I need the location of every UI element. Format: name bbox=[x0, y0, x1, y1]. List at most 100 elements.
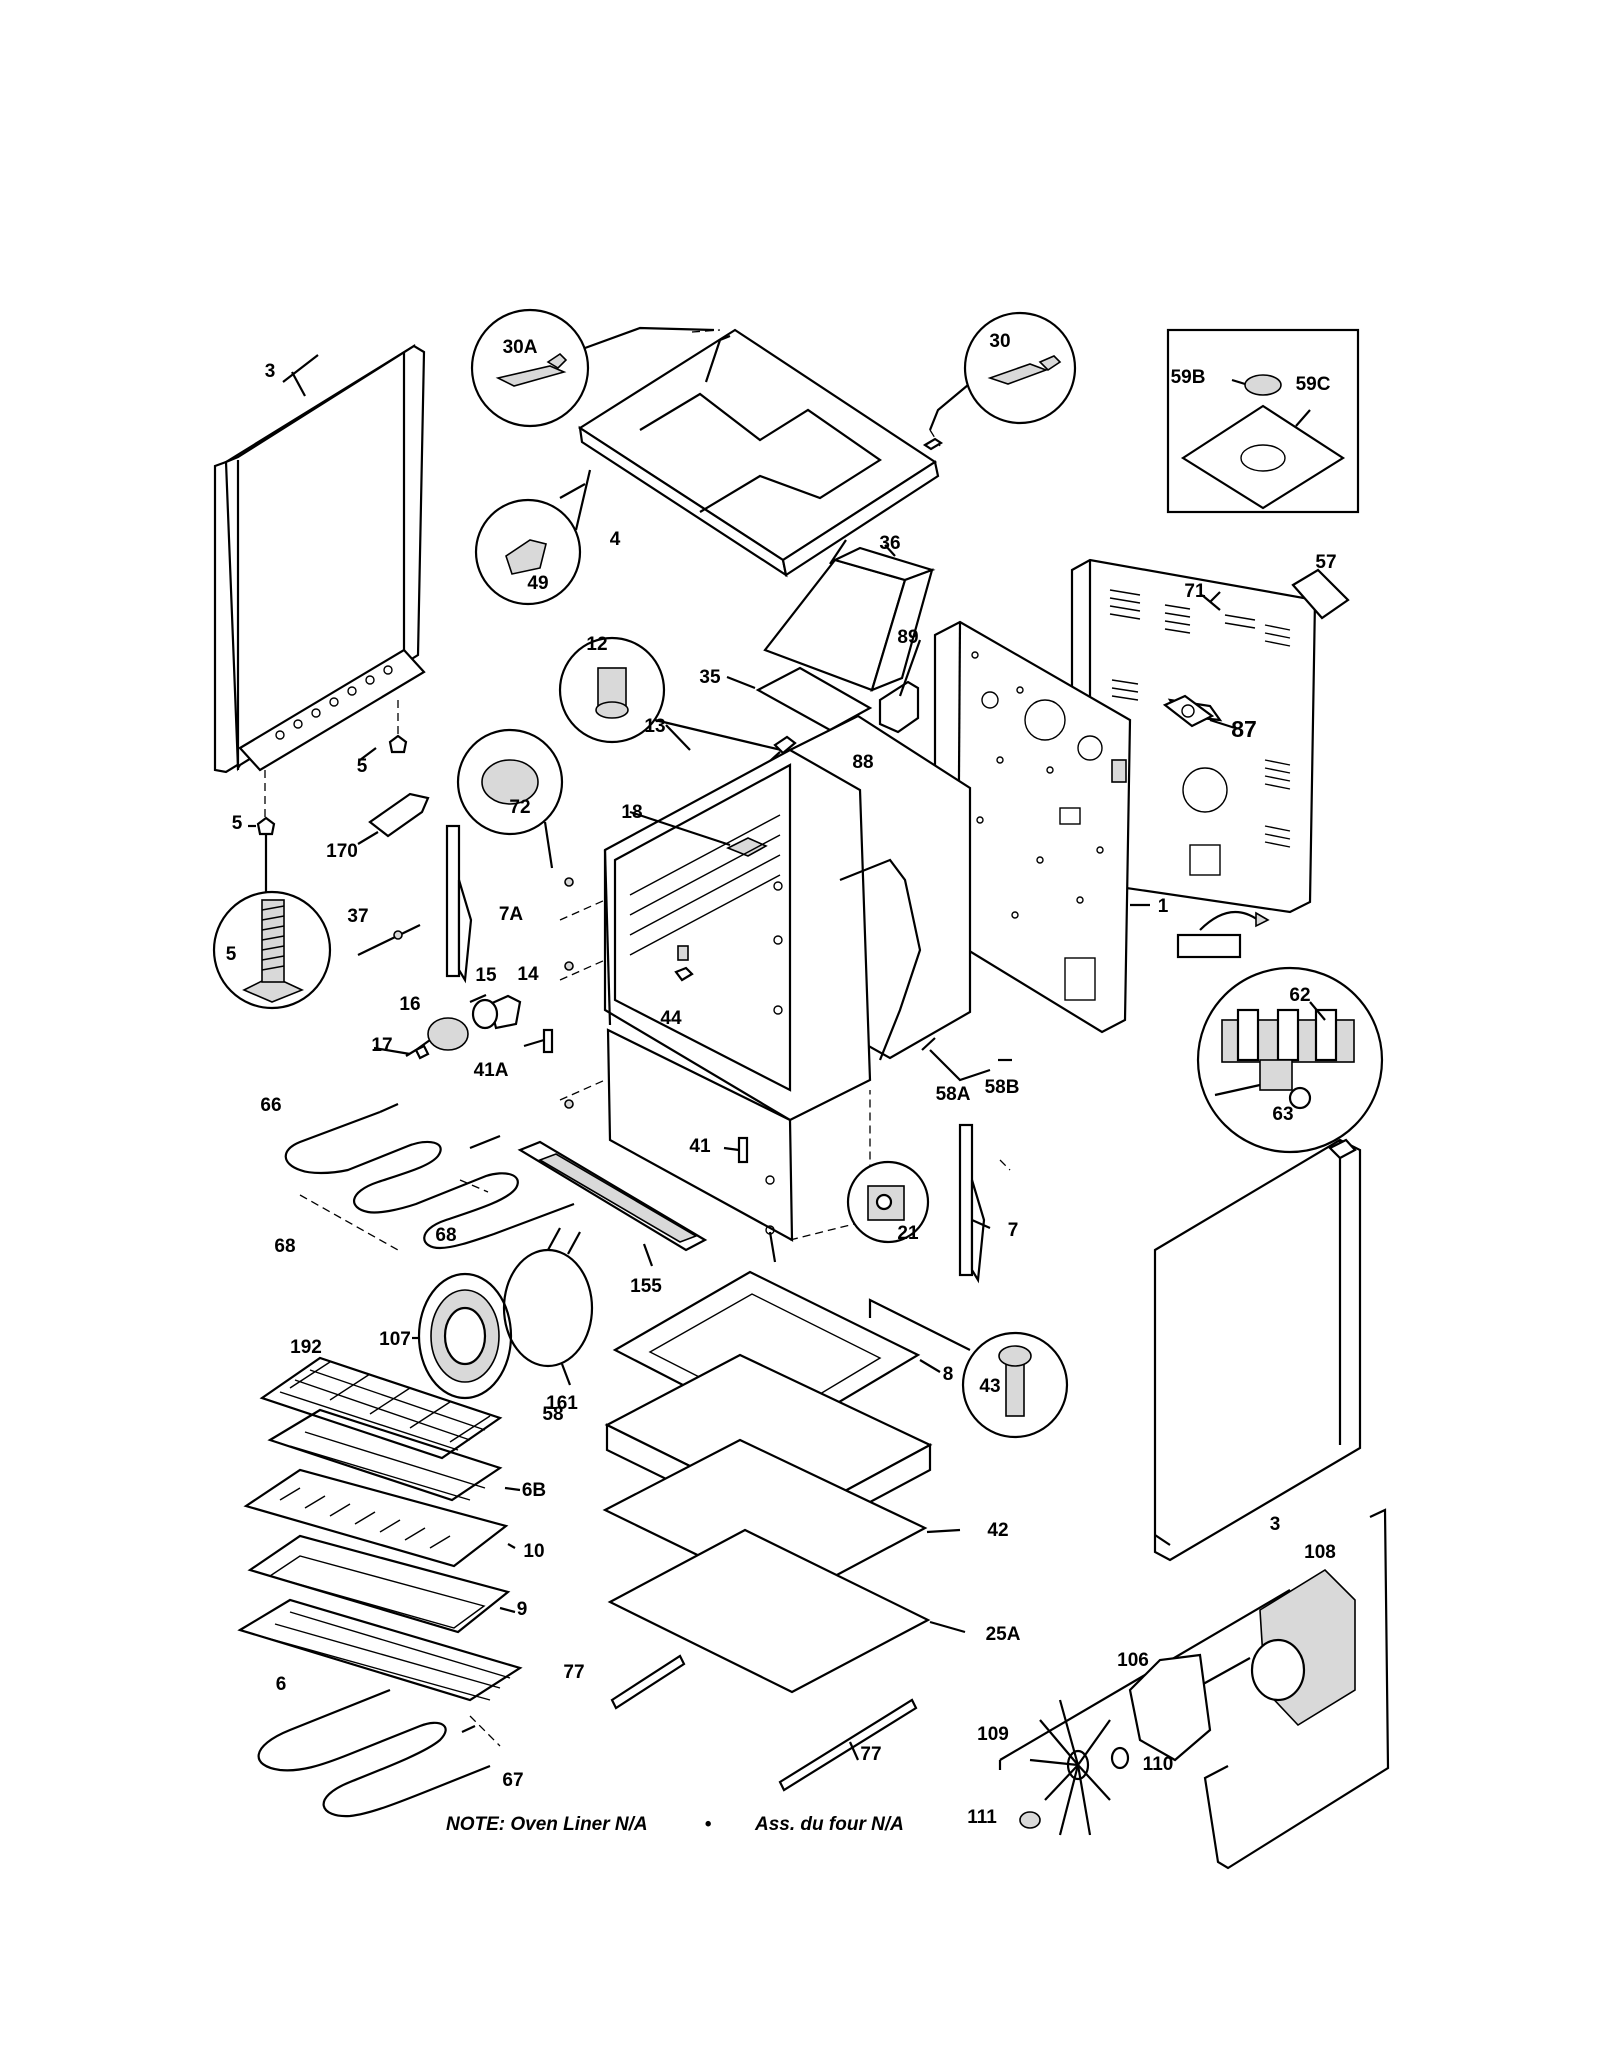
label-106: 106 bbox=[1117, 1650, 1149, 1671]
vent-strip-155 bbox=[517, 1140, 708, 1267]
detail-circle-12 bbox=[558, 636, 791, 754]
label-110: 110 bbox=[1143, 1754, 1174, 1775]
inset-box bbox=[1166, 328, 1360, 514]
convection-motor-inset bbox=[998, 1508, 1390, 1870]
oven-rack-6 bbox=[237, 1598, 523, 1702]
detail-circle-62 bbox=[1196, 966, 1384, 1154]
label-107: 107 bbox=[379, 1329, 411, 1350]
label-67: 67 bbox=[502, 1770, 523, 1791]
terminal-block bbox=[1176, 910, 1270, 959]
label-44: 44 bbox=[660, 1008, 682, 1029]
label-7A: 7A bbox=[499, 904, 524, 925]
label-59B: 59B bbox=[1171, 367, 1206, 388]
leader-lines bbox=[248, 371, 1221, 1230]
wire-37 bbox=[357, 924, 421, 956]
label-10: 10 bbox=[523, 1541, 544, 1562]
detail-circle-49 bbox=[474, 469, 592, 606]
vent-duct bbox=[763, 544, 936, 692]
oven-cavity bbox=[603, 714, 972, 1122]
label-62: 62 bbox=[1289, 985, 1310, 1006]
label-1: 1 bbox=[1158, 896, 1169, 917]
label-3-right: 3 bbox=[1270, 1514, 1281, 1535]
label-87: 87 bbox=[1231, 716, 1257, 742]
label-7: 7 bbox=[1008, 1220, 1019, 1241]
label-89: 89 bbox=[897, 627, 918, 648]
broiler-pan-10 bbox=[243, 1468, 516, 1568]
label-155: 155 bbox=[630, 1276, 662, 1297]
label-25A: 25A bbox=[986, 1624, 1021, 1645]
rail-77-left bbox=[610, 1654, 686, 1710]
part-labels: 3 30A 30 59B 59C 4 49 36 57 71 12 89 35 … bbox=[226, 331, 1337, 1828]
label-49: 49 bbox=[527, 573, 548, 594]
label-59C: 59C bbox=[1296, 374, 1331, 395]
label-66: 66 bbox=[260, 1095, 281, 1116]
label-6B: 6B bbox=[522, 1480, 546, 1501]
label-58: 58 bbox=[542, 1404, 563, 1425]
detail-circle-43 bbox=[868, 1298, 1069, 1439]
bake-element-67 bbox=[257, 1688, 501, 1818]
note-english: NOTE: Oven Liner N/A bbox=[446, 1814, 648, 1835]
label-16: 16 bbox=[399, 994, 420, 1015]
convection-fan-cover bbox=[412, 1272, 513, 1400]
hinge-7 bbox=[958, 1123, 986, 1284]
label-41: 41 bbox=[689, 1136, 711, 1157]
label-3-left: 3 bbox=[265, 361, 276, 382]
label-71: 71 bbox=[1184, 581, 1206, 602]
label-5-upper: 5 bbox=[357, 756, 368, 777]
label-4: 4 bbox=[610, 529, 621, 550]
side-panel-left bbox=[213, 344, 426, 774]
label-43: 43 bbox=[979, 1376, 1000, 1397]
detail-circle-21 bbox=[846, 1160, 930, 1244]
detail-circle-30A bbox=[470, 308, 715, 428]
label-12: 12 bbox=[586, 634, 607, 655]
label-37: 37 bbox=[347, 906, 368, 927]
clip-41 bbox=[723, 1136, 749, 1164]
convection-element-161 bbox=[502, 1227, 594, 1386]
label-72: 72 bbox=[509, 797, 530, 818]
label-plate bbox=[1291, 568, 1350, 620]
label-36: 36 bbox=[879, 533, 900, 554]
label-35: 35 bbox=[699, 667, 721, 688]
label-63: 63 bbox=[1272, 1104, 1293, 1125]
label-77-right: 77 bbox=[860, 1744, 881, 1765]
detail-circle-72 bbox=[456, 728, 564, 869]
label-18: 18 bbox=[621, 802, 642, 823]
top-cover bbox=[577, 328, 944, 578]
label-30A: 30A bbox=[503, 337, 538, 358]
broiler-pan-9 bbox=[247, 1534, 516, 1634]
hinge-7A bbox=[445, 824, 473, 984]
duct-plate bbox=[755, 666, 873, 732]
leveling-leg-detail-circle bbox=[212, 890, 332, 1010]
element-leads-68 bbox=[299, 1179, 489, 1251]
label-21: 21 bbox=[897, 1223, 919, 1244]
oven-lamp-assembly bbox=[405, 994, 522, 1060]
label-77-left: 77 bbox=[563, 1662, 584, 1683]
label-6: 6 bbox=[276, 1674, 287, 1695]
part-44 bbox=[674, 966, 694, 982]
label-58A: 58A bbox=[936, 1084, 971, 1105]
oven-rack-6B bbox=[267, 1408, 521, 1502]
note-bullet: • bbox=[705, 1814, 712, 1835]
label-17: 17 bbox=[371, 1035, 392, 1056]
label-57: 57 bbox=[1315, 552, 1336, 573]
label-5-detail: 5 bbox=[226, 944, 237, 965]
side-panel-right bbox=[1153, 1138, 1362, 1562]
footer-note: NOTE: Oven Liner N/A • Ass. du four N/A bbox=[446, 1814, 904, 1835]
label-161: 161 bbox=[546, 1393, 578, 1414]
oven-rack-192 bbox=[259, 1356, 503, 1460]
label-9: 9 bbox=[517, 1599, 528, 1620]
label-68-right: 68 bbox=[435, 1225, 456, 1246]
label-41A: 41A bbox=[474, 1060, 509, 1081]
detail-circle-30 bbox=[928, 311, 1077, 431]
cabinet-frame-lower bbox=[559, 877, 1011, 1242]
panel-25A bbox=[607, 1528, 966, 1694]
label-8: 8 bbox=[943, 1364, 954, 1385]
label-109: 109 bbox=[977, 1724, 1009, 1745]
clip-41A bbox=[523, 1028, 554, 1054]
label-13: 13 bbox=[644, 716, 665, 737]
label-88: 88 bbox=[852, 752, 873, 773]
label-14: 14 bbox=[517, 964, 539, 985]
label-170: 170 bbox=[326, 841, 358, 862]
label-192: 192 bbox=[290, 1337, 322, 1358]
